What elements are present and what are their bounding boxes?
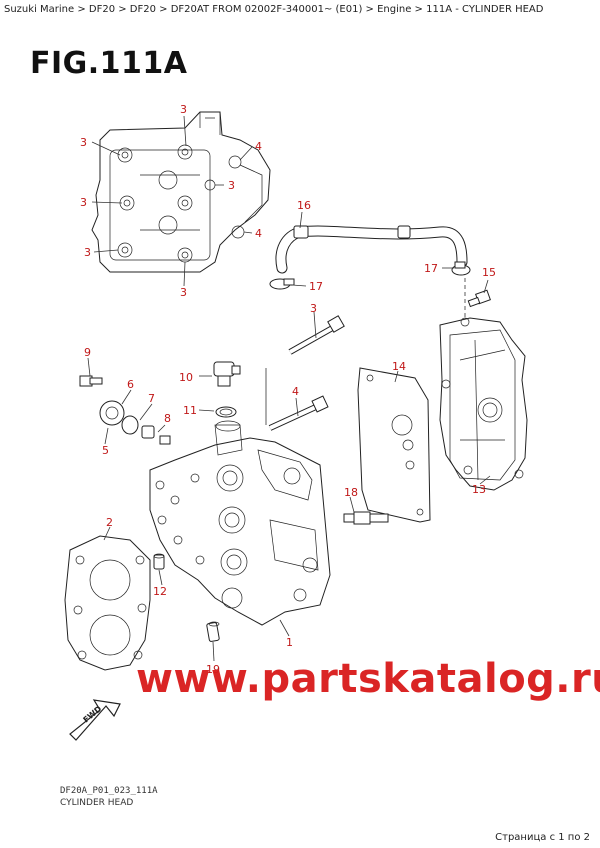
callout-6[interactable]: 6 [127,378,134,391]
callout-3[interactable]: 3 [80,196,87,209]
callout-17[interactable]: 17 [309,280,323,293]
callout-17[interactable]: 17 [424,262,438,275]
bolt-15[interactable] [467,289,491,308]
bolt-4[interactable] [268,395,329,431]
callout-10[interactable]: 10 [179,371,193,384]
callout-14[interactable]: 14 [392,360,406,373]
anode-8[interactable] [141,425,155,439]
callout-1[interactable]: 1 [286,636,293,649]
small-bolt-8[interactable] [159,435,171,445]
drawing-code: DF20A_P01_023_111A [60,786,158,796]
callout-12[interactable]: 12 [153,585,167,598]
callout-2[interactable]: 2 [106,516,113,529]
callout-4[interactable]: 4 [255,227,262,240]
watermark: www.partskatalog.ru [136,656,600,702]
cylinder-head-cover[interactable] [439,317,528,491]
water-hose[interactable] [275,225,468,274]
callout-18[interactable]: 18 [344,486,358,499]
hose-clamp-left[interactable] [269,278,295,290]
callout-15[interactable]: 15 [482,266,496,279]
callout-11[interactable]: 11 [183,404,197,417]
callout-16[interactable]: 16 [297,199,311,212]
callout-13[interactable]: 13 [472,483,486,496]
callout-5[interactable]: 5 [102,444,109,457]
hose-clamp-right[interactable] [451,261,471,276]
o-ring-11[interactable] [215,406,237,418]
cylinder-head-body[interactable] [149,420,331,626]
anode-cover-6[interactable] [99,400,125,426]
callout-3[interactable]: 3 [180,286,187,299]
plug-19[interactable] [206,621,220,642]
callout-9[interactable]: 9 [84,346,91,359]
grommet-7[interactable] [121,415,139,435]
callout-3[interactable]: 3 [80,136,87,149]
head-gasket[interactable] [64,535,151,671]
breadcrumb[interactable]: Suzuki Marine > DF20 > DF20 > DF20AT FRO… [4,4,544,15]
callout-3[interactable]: 3 [310,302,317,315]
callout-3[interactable]: 3 [180,103,187,116]
cover-gasket[interactable] [357,367,431,523]
callout-3[interactable]: 3 [228,179,235,192]
temperature-sensor[interactable] [213,361,241,387]
callout-4[interactable]: 4 [255,140,262,153]
bolt-3[interactable] [288,315,345,355]
figure-title: FIG.111A [30,46,188,81]
page-indicator: Страница с 1 по 2 [495,832,590,843]
callout-3[interactable]: 3 [84,246,91,259]
fwd-arrow-icon: FWD [69,699,121,741]
bolt-9[interactable] [79,375,103,387]
figure-subtitle: CYLINDER HEAD [60,798,134,808]
callout-4[interactable]: 4 [292,385,299,398]
cylinder-head-top-view[interactable] [91,111,271,273]
spark-plug[interactable] [343,511,389,525]
callout-8[interactable]: 8 [164,412,171,425]
callout-19[interactable]: 19 [206,663,220,676]
dowel-pin[interactable] [153,553,165,570]
callout-7[interactable]: 7 [148,392,155,405]
